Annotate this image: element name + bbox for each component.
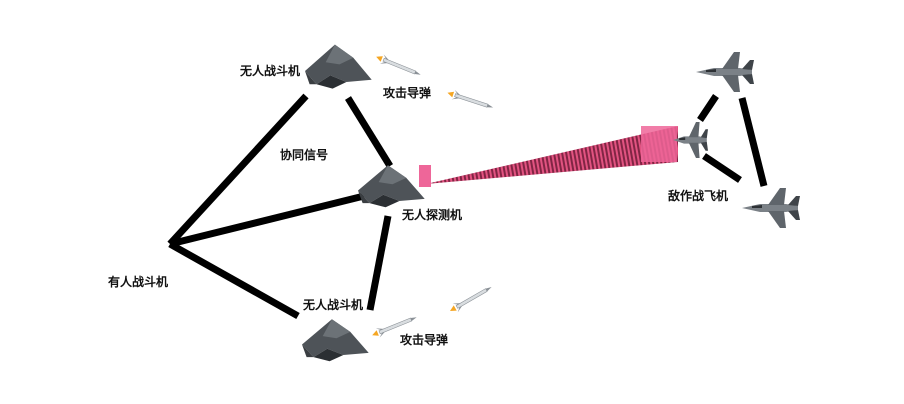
link-uav-top-to-detector <box>345 96 393 168</box>
label-uav-fighter-bottom: 无人战斗机 <box>303 298 364 312</box>
beam-target-marker <box>641 126 677 162</box>
missile-icon <box>445 87 496 113</box>
link-enemy-lead-to-wing1 <box>697 94 719 122</box>
beam-source-marker <box>419 165 431 187</box>
link-manned-to-uav-top <box>167 93 309 247</box>
label-coop-signal: 协同信号 <box>280 148 329 162</box>
network-links <box>167 93 768 320</box>
fighter-jet-icon <box>673 122 708 158</box>
label-manned-fighter: 有人战斗机 <box>108 275 169 289</box>
label-enemy-aircraft: 敌作战飞机 <box>668 189 729 203</box>
link-manned-to-uav-bottom <box>168 240 300 320</box>
flying-wing-uav-icon <box>305 44 372 89</box>
link-detector-to-uav-bottom <box>366 215 392 311</box>
missile-icon <box>447 282 495 316</box>
label-uav-detector: 无人探测机 <box>402 208 463 222</box>
fighter-jet-icon <box>696 52 754 92</box>
link-manned-to-detector <box>169 192 365 248</box>
missile-icon <box>373 51 424 80</box>
fighter-jet-icon <box>742 188 800 228</box>
link-enemy-wing1-to-wing2 <box>738 97 768 187</box>
label-missile-bottom: 攻击导弹 <box>400 333 449 347</box>
label-missile-top: 攻击导弹 <box>383 86 432 100</box>
flying-wing-uav-icon <box>302 319 369 362</box>
label-uav-fighter-top: 无人战斗机 <box>240 64 301 78</box>
link-enemy-lead-to-wing2 <box>702 153 742 183</box>
radar-beam <box>426 126 678 184</box>
flying-wing-uav-icon <box>358 165 425 208</box>
